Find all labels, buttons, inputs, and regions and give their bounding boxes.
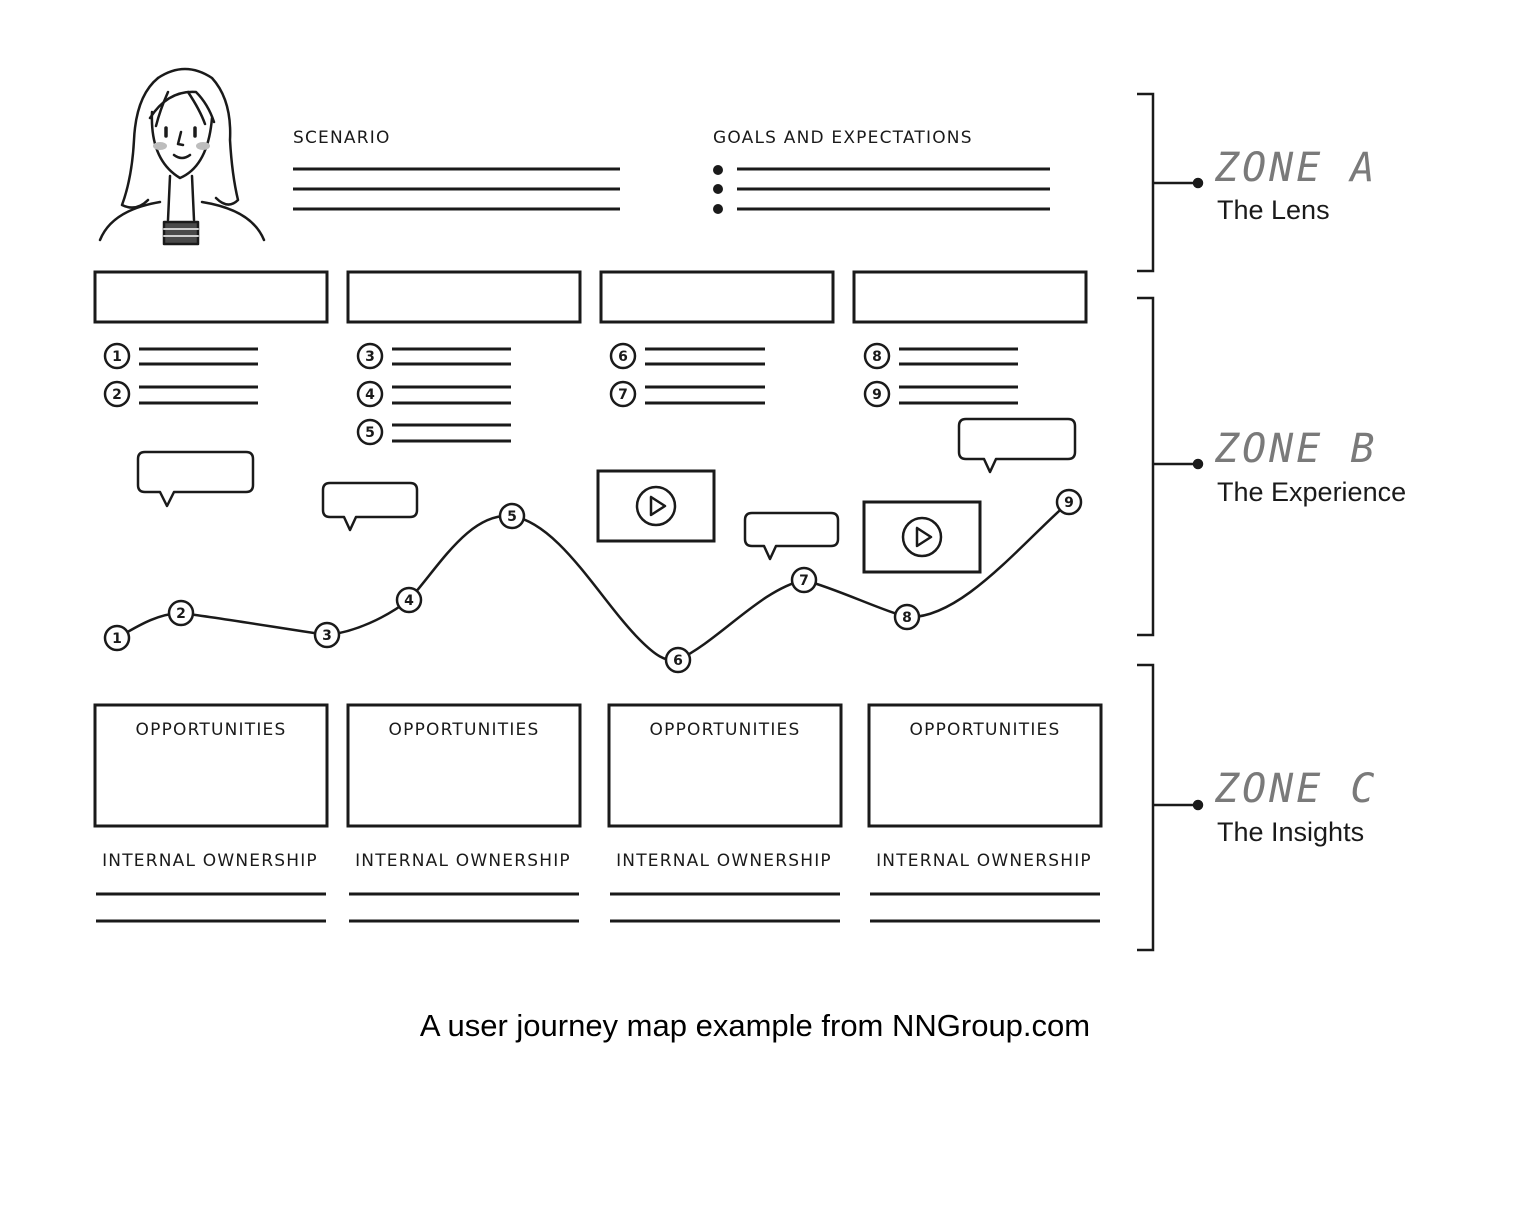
insight-column-1: OPPORTUNITIES INTERNAL OWNERSHIP xyxy=(93,703,329,923)
step-number: 2 xyxy=(112,387,122,403)
opportunities-label: OPPORTUNITIES xyxy=(910,720,1061,740)
video-frame xyxy=(862,500,982,574)
phase-box-1 xyxy=(93,270,329,324)
zone-c-title: ZONE C xyxy=(1214,766,1378,812)
zone-b-bracket xyxy=(1137,296,1198,637)
phase-boxes xyxy=(93,270,1088,324)
opportunities-label: OPPORTUNITIES xyxy=(650,720,801,740)
emotion-curve xyxy=(116,501,1070,662)
play-icon xyxy=(635,485,677,527)
step-number: 9 xyxy=(872,387,882,403)
speech-bubble-icon xyxy=(136,450,255,508)
ownership-label: INTERNAL OWNERSHIP xyxy=(102,851,318,871)
step-list-phase-4: 8 9 xyxy=(863,342,1018,408)
curve-points: 1 2 3 4 5 6 7 8 9 xyxy=(103,488,1083,674)
curve-point-label: 5 xyxy=(507,509,517,525)
curve-point-label: 7 xyxy=(799,573,809,589)
phase-box-4 xyxy=(852,270,1088,324)
opportunities-box xyxy=(607,703,843,828)
phase-box-2 xyxy=(346,270,582,324)
zone-a-bracket xyxy=(1137,92,1198,273)
curve-point-label: 9 xyxy=(1064,495,1074,511)
scenario-label: SCENARIO xyxy=(293,128,391,148)
speech-bubble-icon xyxy=(743,511,840,561)
step-number: 3 xyxy=(365,349,375,365)
zone-b-title: ZONE B xyxy=(1214,426,1378,472)
insight-column-4: OPPORTUNITIES INTERNAL OWNERSHIP xyxy=(867,703,1103,923)
video-frame xyxy=(596,469,716,543)
curve-point-label: 4 xyxy=(404,593,414,609)
step-list-phase-3: 6 7 xyxy=(609,342,765,408)
goals-label: GOALS AND EXPECTATIONS xyxy=(713,128,973,148)
opportunities-box xyxy=(93,703,329,828)
goals-bullet-list xyxy=(713,165,1050,214)
speech-bubble-icon xyxy=(957,417,1077,474)
step-number: 6 xyxy=(618,349,628,365)
step-number: 1 xyxy=(112,349,122,365)
step-number: 8 xyxy=(872,349,882,365)
ownership-label: INTERNAL OWNERSHIP xyxy=(355,851,571,871)
zone-b-subtitle: The Experience xyxy=(1217,477,1406,507)
opportunities-box xyxy=(867,703,1103,828)
curve-point-label: 3 xyxy=(322,628,332,644)
insight-column-3: OPPORTUNITIES INTERNAL OWNERSHIP xyxy=(607,703,843,923)
step-number: 5 xyxy=(365,425,375,441)
insight-column-2: OPPORTUNITIES INTERNAL OWNERSHIP xyxy=(346,703,582,923)
zone-a-subtitle: The Lens xyxy=(1217,195,1330,225)
step-list-phase-1: 1 2 xyxy=(103,342,258,408)
step-list-phase-2: 3 4 5 xyxy=(356,342,511,446)
ownership-label: INTERNAL OWNERSHIP xyxy=(616,851,832,871)
persona-illustration xyxy=(98,67,266,246)
opportunities-label: OPPORTUNITIES xyxy=(389,720,540,740)
step-number: 7 xyxy=(618,387,628,403)
zone-a-title: ZONE A xyxy=(1214,145,1378,191)
speech-bubble-icon xyxy=(321,481,419,532)
curve-point-label: 2 xyxy=(176,606,186,622)
zone-c-subtitle: The Insights xyxy=(1217,817,1364,847)
play-icon xyxy=(901,516,943,558)
curve-point-label: 8 xyxy=(902,610,912,626)
zone-c-bracket xyxy=(1137,663,1198,952)
curve-point-label: 6 xyxy=(673,653,683,669)
scenario-text-lines xyxy=(293,167,620,211)
ownership-label: INTERNAL OWNERSHIP xyxy=(876,851,1092,871)
opportunities-box xyxy=(346,703,582,828)
step-number: 4 xyxy=(365,387,375,403)
phase-box-3 xyxy=(599,270,835,324)
curve-point-label: 1 xyxy=(112,631,122,647)
figure-caption: A user journey map example from NNGroup.… xyxy=(419,1008,1091,1043)
opportunities-label: OPPORTUNITIES xyxy=(136,720,287,740)
